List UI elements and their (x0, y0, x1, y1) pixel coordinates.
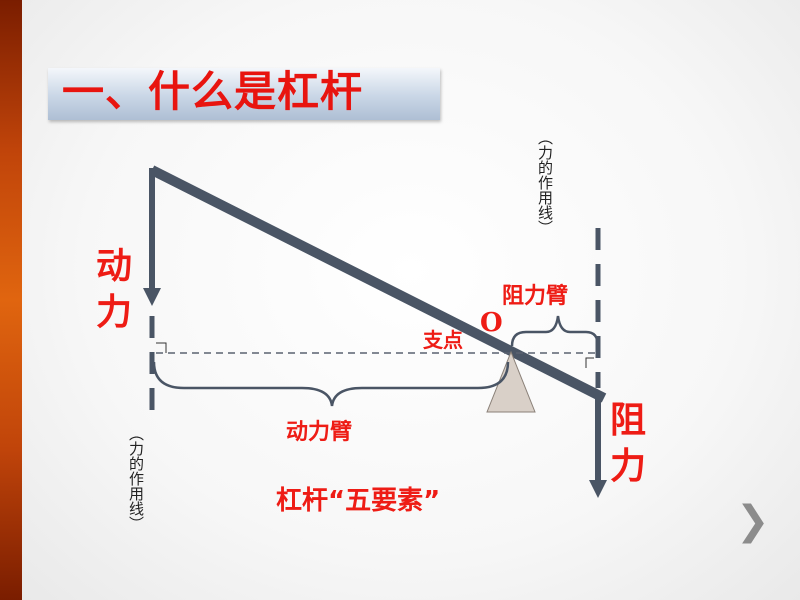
lever-bar (149, 165, 607, 403)
effort-arrowhead (143, 288, 161, 306)
fulcrum-point-o: O (480, 308, 503, 338)
load-arm-brace (510, 315, 600, 347)
slide-title: 一、什么是杠杆 (62, 67, 364, 116)
title-bar (48, 68, 440, 120)
left-decorative-strip (0, 0, 22, 600)
line-of-action-label-right: （力的作用线） (536, 130, 554, 235)
load-arm-label: 阻力臂 (502, 284, 569, 309)
effort-label: 动力 (96, 246, 133, 333)
load-label: 阻力 (610, 400, 647, 487)
load-arrowhead (589, 480, 607, 498)
line-of-action-label-left: （力的作用线） (127, 426, 145, 531)
fulcrum-label: 支点 (423, 328, 463, 352)
next-slide-button[interactable]: ❯ (736, 498, 770, 544)
right-angle-marker-left (156, 342, 167, 353)
effort-arm-brace (152, 361, 510, 407)
right-angle-marker-right (585, 357, 594, 368)
five-elements-caption: 杠杆“五要素” (276, 486, 441, 516)
effort-arm-label: 动力臂 (286, 420, 353, 445)
